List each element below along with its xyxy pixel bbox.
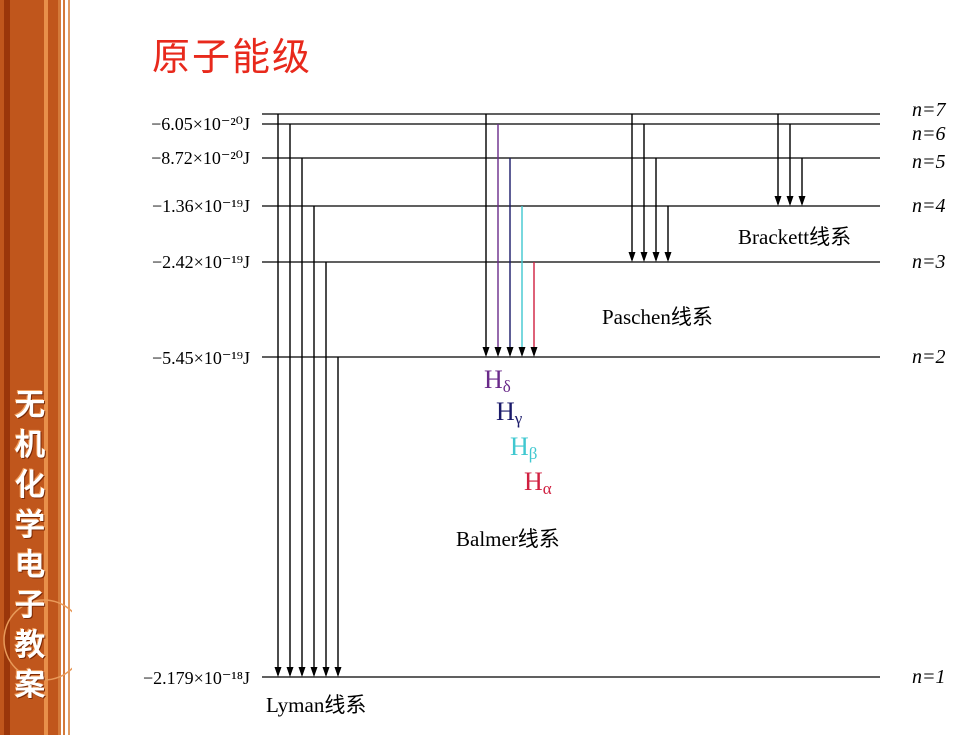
sidebar-char-7: 教 [15, 628, 45, 663]
arrowhead-5-to-4 [798, 196, 806, 206]
arrowhead-7-to-3 [628, 252, 636, 262]
arrowhead-3-to-1 [322, 667, 330, 677]
sidebar-char-8: 案 [15, 668, 45, 703]
series-label-n1: Lyman线系 [266, 693, 366, 717]
arrowhead-6-to-4 [786, 196, 794, 206]
series-label-n2: Balmer线系 [456, 527, 560, 551]
labels-layer: n=7n=6 −6.05×10⁻²⁰J n=5 −8.72×10⁻²⁰J n=4 −1.3… [143, 99, 946, 717]
arrowhead-4-to-2 [518, 347, 526, 357]
energy-label-n5: −8.72×10⁻²⁰J [151, 148, 250, 168]
sidebar-char-5: 电 [15, 548, 45, 583]
arrowhead-6-to-3 [640, 252, 648, 262]
sidebar-decoration: 无 机 化 学 电 子 教 案 [0, 0, 85, 735]
arrowhead-7-to-2 [482, 347, 490, 357]
sidebar-char-4: 学 [15, 508, 45, 543]
energy-label-n3: −2.42×10⁻¹⁹J [152, 252, 250, 272]
level-label-n6: n=6 [912, 123, 946, 145]
energy-label-n4: −1.36×10⁻¹⁹J [152, 196, 250, 216]
level-label-n3: n=3 [912, 251, 946, 273]
transitions-layer [274, 114, 806, 677]
arrowhead-5-to-1 [298, 667, 306, 677]
energy-label-n6: −6.05×10⁻²⁰J [151, 114, 250, 134]
arrowhead-4-to-1 [310, 667, 318, 677]
balmer-label-4: Hα [524, 467, 552, 498]
sidebar-char-2: 机 [15, 428, 45, 463]
arrowhead-5-to-3 [652, 252, 660, 262]
arrowhead-6-to-2 [494, 347, 502, 357]
level-label-n5: n=5 [912, 151, 946, 173]
level-label-n2: n=2 [912, 346, 946, 368]
level-label-n7: n=7 [912, 99, 946, 121]
balmer-label-3: Hβ [510, 432, 537, 463]
arrowhead-3-to-2 [530, 347, 538, 357]
sidebar-char-3: 化 [15, 468, 45, 503]
arrowhead-7-to-1 [274, 667, 282, 677]
arrowhead-2-to-1 [334, 667, 342, 677]
arrowhead-6-to-1 [286, 667, 294, 677]
series-label-n3: Paschen线系 [602, 305, 713, 329]
level-label-n1: n=1 [912, 666, 946, 688]
arrowhead-7-to-4 [774, 196, 782, 206]
balmer-label-1: Hδ [484, 365, 511, 396]
sidebar-stripes [0, 0, 85, 735]
sidebar-char-1: 无 [15, 388, 45, 423]
energy-label-n1: −2.179×10⁻¹⁸J [143, 668, 250, 688]
arrowhead-4-to-3 [664, 252, 672, 262]
energy-label-n2: −5.45×10⁻¹⁹J [152, 348, 250, 368]
level-label-n4: n=4 [912, 195, 946, 217]
levels-layer [262, 113, 880, 678]
page-title: 原子能级 [152, 35, 313, 79]
balmer-label-2: Hγ [496, 397, 523, 428]
sidebar-char-6: 子 [15, 588, 45, 623]
series-label-n4: Brackett线系 [738, 225, 851, 249]
arrowhead-5-to-2 [506, 347, 514, 357]
